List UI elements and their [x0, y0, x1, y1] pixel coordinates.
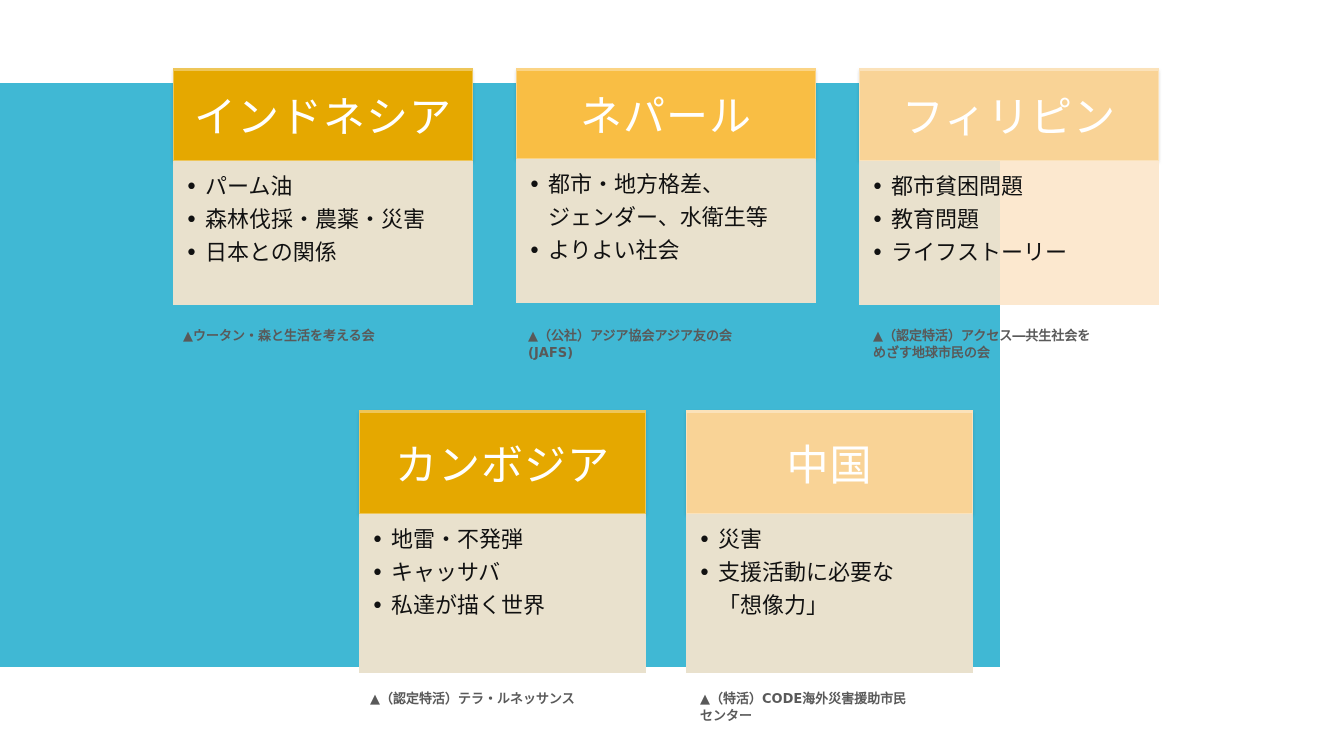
card-title: インドネシア	[173, 68, 473, 161]
caption-nepal: ▲（公社）アジア協会アジア友の会 (JAFS)	[528, 329, 732, 361]
list-item: 災害	[696, 524, 973, 557]
list-item: ライフストーリー	[869, 237, 1159, 270]
list-item: 森林伐採・農薬・災害	[183, 204, 473, 237]
caption-cambodia: ▲（認定特活）テラ・ルネッサンス	[370, 692, 575, 707]
card-title: 中国	[686, 410, 973, 514]
card-nepal: ネパール 都市・地方格差、 ジェンダー、水衛生等 よりよい社会	[516, 68, 816, 303]
card-cambodia: カンボジア 地雷・不発弾 キャッサバ 私達が描く世界	[359, 410, 646, 673]
card-title: フィリピン	[859, 68, 1159, 161]
list-item: パーム油	[183, 171, 473, 204]
card-body: 災害 支援活動に必要な 「想像力」	[686, 514, 973, 673]
card-body: パーム油 森林伐採・農薬・災害 日本との関係	[173, 161, 473, 305]
list-item: 支援活動に必要な 「想像力」	[696, 557, 973, 623]
caption-indonesia: ▲ウータン・森と生活を考える会	[183, 329, 375, 344]
card-philippines: フィリピン 都市貧困問題 教育問題 ライフストーリー	[859, 68, 1159, 305]
card-title: カンボジア	[359, 410, 646, 514]
list-item: 教育問題	[869, 204, 1159, 237]
card-china: 中国 災害 支援活動に必要な 「想像力」	[686, 410, 973, 673]
list-item: 私達が描く世界	[369, 590, 646, 623]
card-indonesia: インドネシア パーム油 森林伐採・農薬・災害 日本との関係	[173, 68, 473, 305]
list-item: 都市・地方格差、 ジェンダー、水衛生等	[526, 169, 816, 235]
list-item: 地雷・不発弾	[369, 524, 646, 557]
list-item: 都市貧困問題	[869, 171, 1159, 204]
card-body: 地雷・不発弾 キャッサバ 私達が描く世界	[359, 514, 646, 673]
caption-china: ▲（特活）CODE海外災害援助市民 センター	[700, 692, 907, 724]
card-body: 都市貧困問題 教育問題 ライフストーリー	[859, 161, 1159, 305]
card-body: 都市・地方格差、 ジェンダー、水衛生等 よりよい社会	[516, 159, 816, 303]
list-item: よりよい社会	[526, 235, 816, 268]
list-item: キャッサバ	[369, 557, 646, 590]
caption-philippines: ▲（認定特活）アクセス―共生社会を めざす地球市民の会	[873, 329, 1091, 361]
list-item: 日本との関係	[183, 237, 473, 270]
card-title: ネパール	[516, 68, 816, 159]
